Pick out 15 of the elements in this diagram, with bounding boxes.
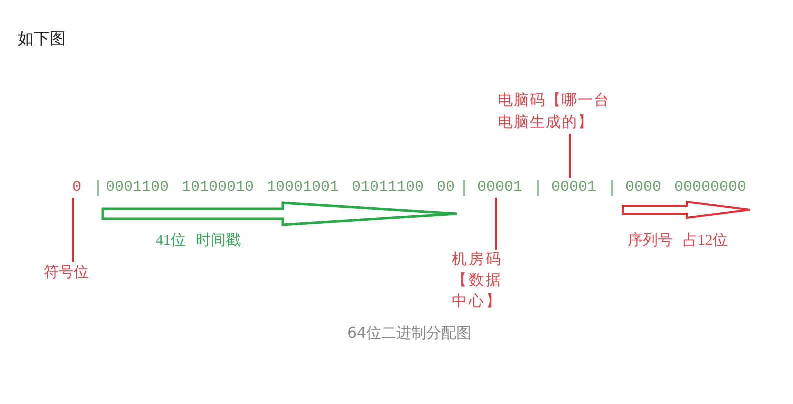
caption: 64位二进制分配图	[346, 323, 473, 344]
field-label: 电脑码【哪一台电脑生成的】	[498, 90, 622, 134]
field-label: 机房码【数据中心】	[452, 250, 518, 313]
bit-field: 00001	[548, 178, 600, 198]
bit-field: 0000 00000000	[622, 178, 750, 198]
intro-text: 如下图	[18, 30, 66, 50]
leader-line	[72, 198, 74, 262]
field-label: 符号位	[44, 262, 100, 284]
bit-field: 00001	[474, 178, 526, 198]
bit-field: 0001100 10100010 10001001 01011100 00	[106, 178, 452, 198]
leader-line	[569, 134, 571, 178]
span-label: 序列号 占12位	[628, 231, 728, 251]
leader-line	[495, 198, 497, 250]
span-label: 41位 时间戳	[156, 232, 241, 251]
bit-field: 0	[68, 178, 86, 198]
